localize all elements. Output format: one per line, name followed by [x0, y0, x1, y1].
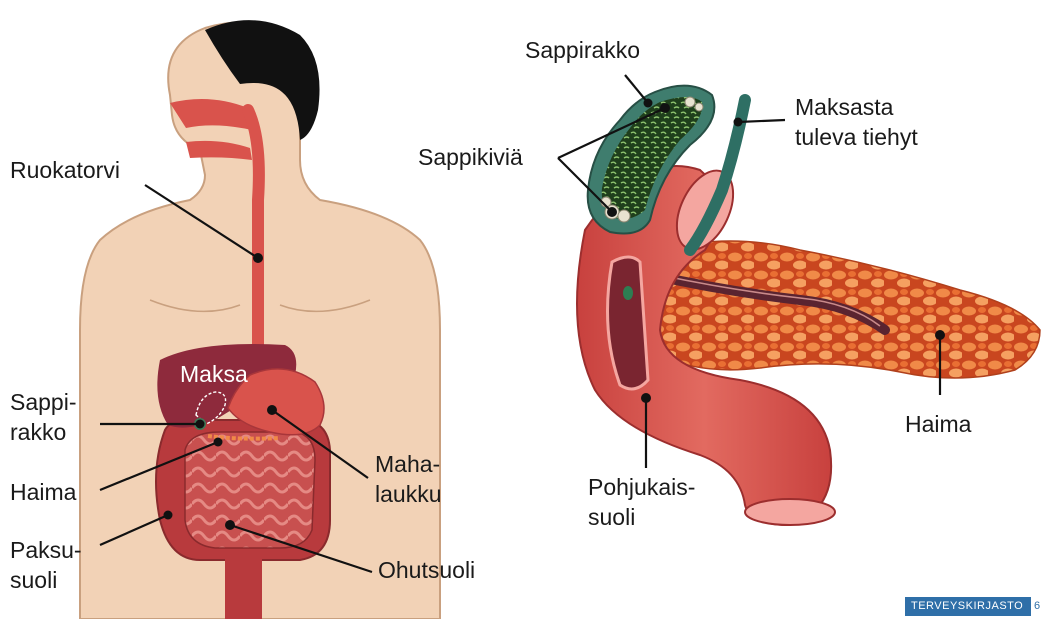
label-paksusuoli-1: Paksu-	[10, 537, 82, 563]
label-maksasta-1: Maksasta	[795, 94, 894, 120]
marker-haima-right	[935, 330, 945, 340]
brand-extra: 6	[1034, 597, 1043, 616]
marker-ohutsuoli	[225, 520, 235, 530]
label-haima-right: Haima	[905, 411, 972, 437]
marker-ruokatorvi	[253, 253, 263, 263]
marker-haima-left	[214, 438, 223, 447]
label-haima-left: Haima	[10, 479, 77, 505]
duodenum-opening-bottom	[745, 499, 835, 525]
label-mahalaukku-1: Maha-	[375, 451, 440, 477]
label-sappikivia: Sappikiviä	[418, 144, 523, 170]
marker-mahalaukku	[267, 405, 277, 415]
duodenum-inner	[608, 257, 649, 389]
label-pohjukaissuoli-1: Pohjukais-	[588, 474, 695, 500]
label-mahalaukku-2: laukku	[375, 481, 441, 507]
label-maksa: Maksa	[180, 361, 248, 387]
rectum	[225, 555, 262, 619]
marker-sappikivia-1	[660, 103, 670, 113]
label-sappirakko-right: Sappirakko	[525, 37, 640, 63]
label-sappirakko-left-1: Sappi-	[10, 389, 76, 415]
label-pohjukaissuoli-2: suoli	[588, 504, 635, 530]
marker-paksusuoli	[164, 511, 173, 520]
duct-opening	[623, 286, 633, 300]
label-maksasta-2: tuleva tiehyt	[795, 124, 918, 150]
marker-sappirakko-right	[644, 99, 653, 108]
marker-sappirakko-left	[196, 420, 205, 429]
label-sappirakko-left-2: rakko	[10, 419, 66, 445]
marker-sappikivia-2	[607, 207, 617, 217]
brand-badge: TERVEYSKIRJASTO	[905, 597, 1031, 616]
label-ruokatorvi: Ruokatorvi	[10, 157, 120, 183]
leader-sappirakko-right	[625, 75, 648, 103]
marker-pohjukaissuoli	[641, 393, 651, 403]
marker-maksasta	[734, 118, 743, 127]
label-ohutsuoli: Ohutsuoli	[378, 557, 475, 583]
label-paksusuoli-2: suoli	[10, 567, 57, 593]
